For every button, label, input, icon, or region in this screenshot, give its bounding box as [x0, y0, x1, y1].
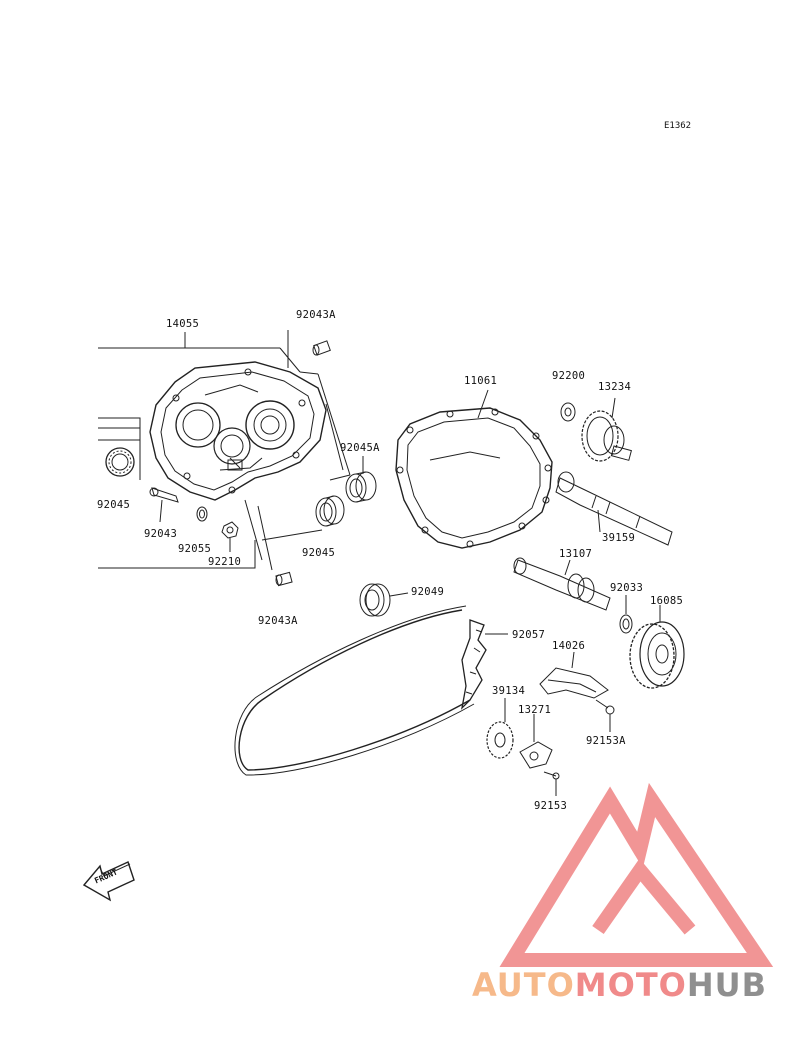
bearing-92045A — [345, 456, 377, 503]
part-label: 92043A — [258, 615, 298, 627]
part-label: 92049 — [411, 586, 445, 598]
tensioner — [519, 714, 553, 769]
part-label: 92045A — [340, 442, 380, 454]
sprocket — [486, 698, 514, 759]
part-label: 92043A — [296, 309, 336, 321]
dowel-pin-92043 — [149, 487, 179, 523]
part-label: 11061 — [464, 375, 498, 387]
watermark-moto: MOTO — [574, 966, 687, 1004]
part-label: 39134 — [492, 685, 526, 697]
part-label: 92045 — [302, 547, 336, 559]
circlip — [619, 614, 633, 634]
diagram-code: E1362 — [664, 121, 692, 131]
part-label: 92057 — [512, 629, 546, 641]
watermark-logo-icon — [499, 782, 774, 967]
bolt-92153A — [595, 699, 615, 732]
watermark-text: AUTOMOTOHUB — [472, 966, 767, 1004]
part-label: 92200 — [552, 370, 586, 382]
part-label: 92153 — [534, 800, 568, 812]
watermark-auto: AUTO — [472, 966, 575, 1004]
dowel-pin-bottom — [275, 571, 293, 587]
part-label: 92045 — [97, 499, 131, 511]
front-arrow-icon — [82, 861, 135, 902]
crankcase-cover — [149, 361, 327, 501]
part-label: 92153A — [586, 735, 626, 747]
part-label: 13107 — [559, 548, 593, 560]
gear-16085 — [629, 605, 685, 689]
dowel-pin-top — [312, 340, 331, 356]
gasket — [395, 389, 553, 549]
part-label: 92210 — [208, 556, 242, 568]
part-label: 16085 — [650, 595, 684, 607]
gear-13234 — [581, 397, 632, 462]
part-label: 92033 — [610, 582, 644, 594]
part-label: 92055 — [178, 543, 212, 555]
watermark-hub: HUB — [686, 966, 768, 1004]
bearing-mid — [315, 495, 345, 527]
bolt-92153 — [543, 771, 560, 796]
drive-chain — [234, 605, 508, 776]
shaft-13107 — [513, 557, 611, 611]
chain-guide — [539, 651, 609, 699]
part-label: 14055 — [166, 318, 200, 330]
part-label: 39159 — [602, 532, 636, 544]
o-ring — [196, 506, 208, 522]
part-label: 92043 — [144, 528, 178, 540]
shaft-39159 — [555, 471, 673, 546]
nut — [221, 521, 239, 552]
bearing-left — [105, 447, 135, 477]
part-label: 14026 — [552, 640, 586, 652]
part-label: 13271 — [518, 704, 552, 716]
part-label: 13234 — [598, 381, 632, 393]
washer — [560, 402, 576, 422]
oil-seal — [359, 583, 409, 617]
